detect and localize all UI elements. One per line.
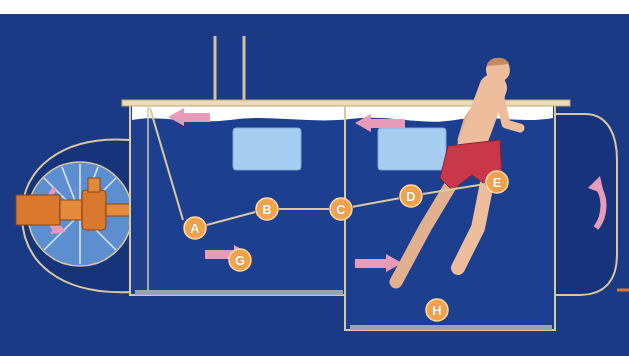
- callout-circle-fill: [400, 185, 422, 207]
- window: [233, 128, 301, 170]
- return-arrowhead: [588, 176, 604, 194]
- floor-plate: [350, 325, 552, 330]
- callout-letter: C: [336, 203, 345, 216]
- callout-circle: D: [399, 184, 423, 208]
- return-pipe: [150, 108, 183, 220]
- callout-circle: C: [329, 197, 353, 221]
- callout-circle-fill: [229, 249, 251, 271]
- pipe-connector: [279, 208, 329, 210]
- callout-letter: A: [190, 222, 199, 235]
- end-cap: [555, 114, 617, 295]
- callout-letter: D: [406, 190, 415, 203]
- flow-arrows: [168, 108, 405, 272]
- callout-circle: E: [485, 170, 509, 194]
- pipe-connector: [353, 198, 399, 207]
- swimmer: [396, 58, 520, 282]
- callout-letter: G: [235, 254, 245, 267]
- callout-circle: H: [425, 298, 449, 322]
- callout-circle-fill: [426, 299, 448, 321]
- callout-letter: B: [262, 203, 271, 216]
- motor: [16, 178, 130, 230]
- callout-circle-fill: [184, 217, 206, 239]
- callout-circle: G: [228, 248, 252, 272]
- callout-letter: H: [432, 304, 441, 317]
- ladder-rails: [215, 36, 244, 102]
- tank-body: [130, 104, 555, 330]
- callout-circle-fill: [330, 198, 352, 220]
- top-margin: [0, 0, 629, 14]
- callout-circle-fill: [486, 171, 508, 193]
- window: [378, 128, 446, 170]
- pipe-connector: [207, 212, 256, 225]
- intake-screen: [147, 106, 149, 292]
- floor-plate: [135, 290, 343, 295]
- callout-circle: A: [183, 216, 207, 240]
- pipe-connector: [423, 184, 485, 194]
- callout-letter: E: [493, 176, 502, 189]
- callout-circle-fill: [256, 198, 278, 220]
- callout-circle: B: [255, 197, 279, 221]
- drain-pipe: [617, 289, 629, 292]
